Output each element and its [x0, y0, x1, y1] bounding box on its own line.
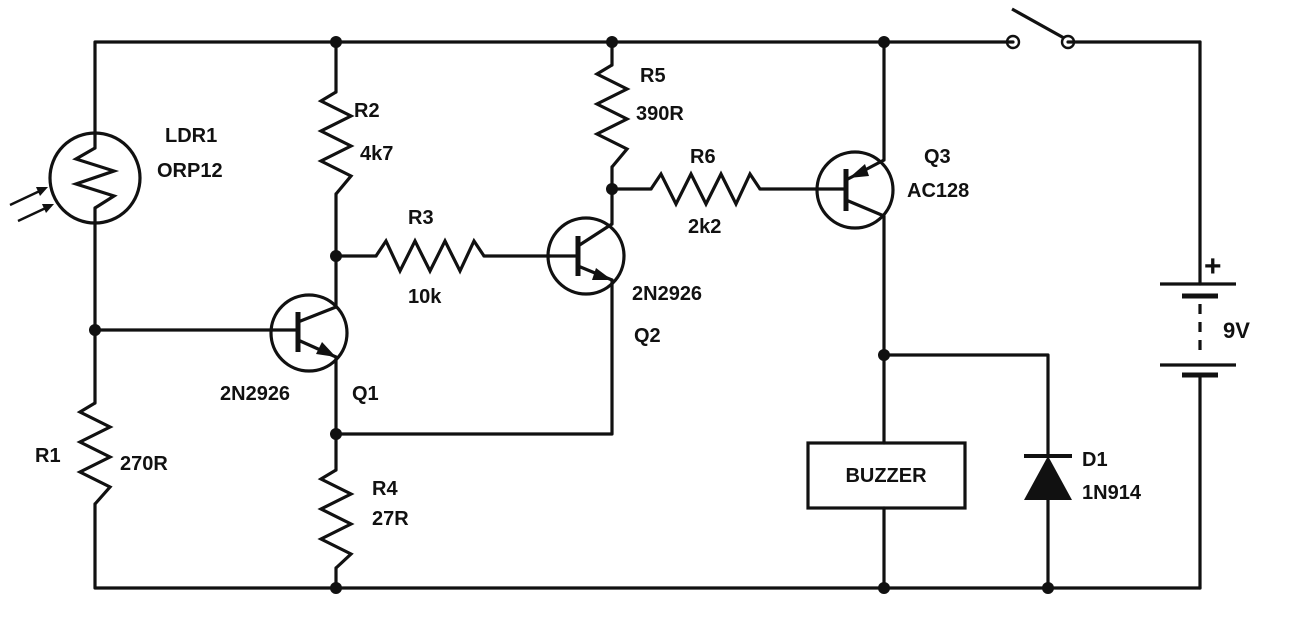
r5-resistor	[593, 63, 631, 169]
q2-ref-label: Q2	[634, 325, 661, 347]
r1-resistor	[76, 401, 114, 506]
d1-ref-label: D1	[1082, 449, 1108, 471]
junction-dot	[330, 582, 342, 594]
q2-value-label: 2N2926	[632, 283, 702, 305]
r2-ref-label: R2	[354, 100, 380, 122]
light-arrow-head	[36, 187, 48, 196]
r6-ref-label: R6	[690, 146, 716, 168]
r1-ref-label: R1	[35, 445, 61, 467]
diode-top-wire	[882, 353, 1050, 458]
light-arrow-head	[42, 204, 54, 213]
switch-terminal	[1005, 34, 1021, 50]
q2-emitter-arrow	[592, 268, 612, 280]
r3-value-label: 10k	[408, 286, 442, 308]
junction-dot	[330, 36, 342, 48]
q1-npn-transistor	[269, 293, 349, 373]
ldr1-photoresistor	[9, 131, 142, 225]
r3-ref-label: R3	[408, 207, 434, 229]
r6-value-label: 2k2	[688, 216, 721, 238]
bottom-rail-wire	[93, 502, 1202, 590]
q2-collector-lead	[577, 222, 613, 248]
ldr-zigzag	[70, 146, 120, 210]
r2-resistor	[317, 90, 355, 196]
buzzer-label: BUZZER	[845, 465, 927, 487]
q1-value-label: 2N2926	[220, 383, 290, 405]
q3-value-label: AC128	[907, 180, 969, 202]
wires	[93, 40, 1202, 590]
junction-dot	[330, 428, 342, 440]
q3-ref-label: Q3	[924, 146, 951, 168]
junction-dot	[89, 324, 101, 336]
d1-anode-triangle	[1024, 456, 1072, 500]
q2-body	[546, 216, 626, 296]
q1-body	[269, 293, 349, 373]
power-switch	[1005, 7, 1076, 50]
battery-positive-mark: +	[1204, 250, 1222, 283]
junction-dot	[606, 183, 618, 195]
buzzer-box	[806, 441, 967, 510]
q3-pnp-transistor	[815, 150, 895, 230]
q3-collector-lead	[845, 198, 885, 218]
ldr1-ref-label: LDR1	[165, 125, 217, 147]
q2-emitter-wire	[334, 278, 614, 436]
d1-value-label: 1N914	[1082, 482, 1142, 504]
ldr1-value-label: ORP12	[157, 160, 223, 182]
r4-value-label: 27R	[372, 508, 409, 530]
switch-lever	[1011, 7, 1065, 40]
junction-dot	[330, 250, 342, 262]
r5-value-label: 390R	[636, 103, 684, 125]
junction-dot	[878, 349, 890, 361]
r1-value-label: 270R	[120, 453, 168, 475]
q2-npn-transistor	[546, 216, 626, 296]
q1-collector-lead	[297, 305, 337, 324]
switch-terminal	[1060, 34, 1076, 50]
junction-dot	[1042, 582, 1054, 594]
r4-ref-label: R4	[372, 478, 398, 500]
r3-resistor	[374, 237, 486, 275]
r6-resistor	[649, 170, 762, 208]
r5-ref-label: R5	[640, 65, 666, 87]
junction-dot	[878, 582, 890, 594]
junction-dot	[606, 36, 618, 48]
d1-diode	[1024, 454, 1072, 500]
junction-dot	[878, 36, 890, 48]
q1-emitter-arrow	[316, 342, 336, 357]
battery-voltage-label: 9V	[1223, 318, 1250, 343]
top-rail-wire	[93, 40, 1015, 137]
battery-9v	[1160, 282, 1236, 378]
q1-ref-label: Q1	[352, 383, 379, 405]
r4-resistor	[317, 468, 355, 570]
junctions	[89, 36, 1054, 594]
r2-value-label: 4k7	[360, 143, 393, 165]
q3-emitter-arrow	[849, 164, 869, 178]
